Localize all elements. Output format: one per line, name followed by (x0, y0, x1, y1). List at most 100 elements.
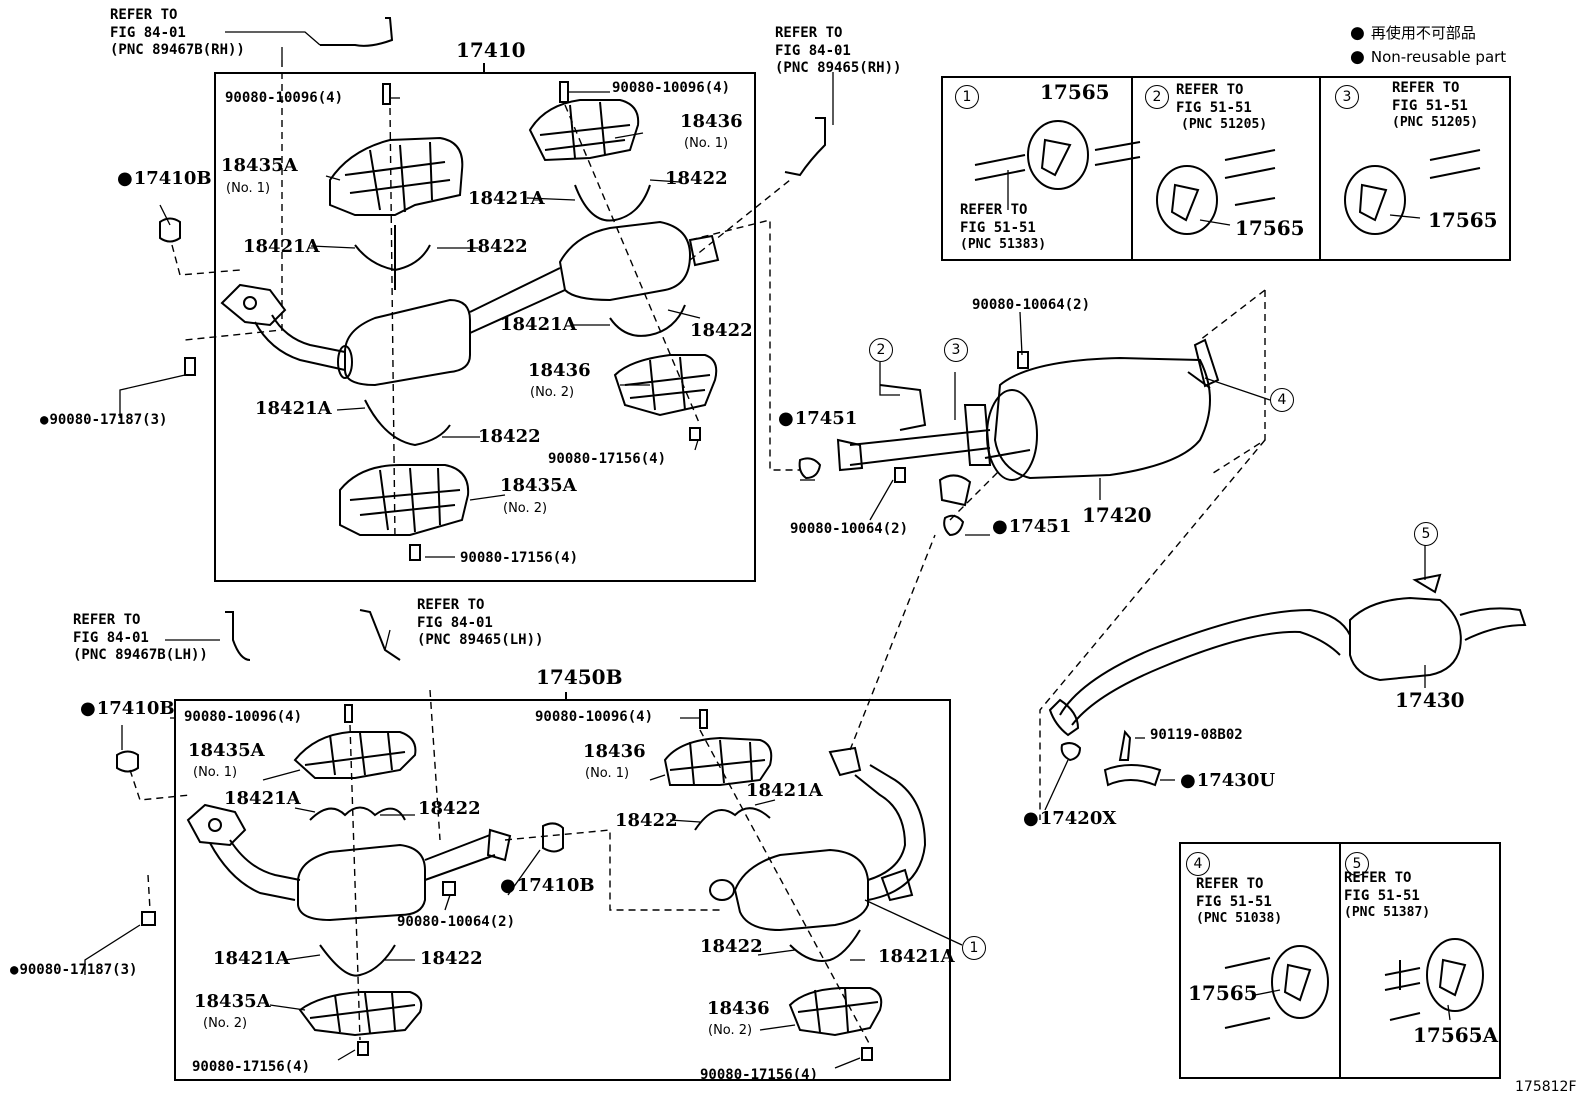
part-nut[interactable]: 90080-17187(3) (40, 413, 167, 427)
center-muffler-17420 (798, 338, 1220, 537)
refer-line: REFER TO (1196, 876, 1264, 892)
non-reusable-bullet-icon: ● (1350, 47, 1365, 67)
part-clamp[interactable]: 18421A (746, 780, 823, 801)
refer-89467b-lh[interactable]: REFER TO FIG 84-01 (PNC 89467B(LH)) (73, 612, 208, 665)
part-clamp[interactable]: 18421A (878, 946, 955, 967)
refer-89465-lh[interactable]: REFER TO FIG 84-01 (PNC 89465(LH)) (417, 597, 543, 650)
part-band[interactable]: 18422 (615, 810, 678, 831)
callout-1[interactable]: 1 (962, 936, 986, 960)
refer-51387[interactable]: REFER TO FIG 51-51 (PNC 51387) (1344, 870, 1430, 921)
inset-5-number: 5 (1345, 852, 1369, 876)
part-17420[interactable]: 17420 (1082, 503, 1152, 527)
refer-line: REFER TO (73, 612, 141, 628)
part-bolt[interactable]: 90080-10096(4) (184, 709, 303, 725)
part-band[interactable]: 18422 (418, 798, 481, 819)
callout-4[interactable]: 4 (1270, 388, 1294, 412)
part-band[interactable]: 18422 (700, 936, 763, 957)
part-heat-insulator[interactable]: 18436 (707, 998, 770, 1019)
refer-51205[interactable]: REFER TO FIG 51-51 (PNC 51205) (1392, 80, 1478, 131)
part-bolt[interactable]: 90080-10064(2) (790, 521, 909, 537)
refer-51383[interactable]: REFER TO FIG 51-51 (PNC 51383) (960, 202, 1046, 253)
part-sub: (No. 1) (226, 181, 271, 196)
part-gasket[interactable]: 17410B (80, 700, 175, 718)
refer-line: FIG 84-01 (110, 24, 186, 41)
part-band[interactable]: 18422 (465, 236, 528, 257)
part-hanger[interactable]: 17565 (1235, 216, 1305, 240)
part-hanger[interactable]: 17565 (1188, 981, 1258, 1005)
callout-3[interactable]: 3 (944, 338, 968, 362)
refer-line: REFER TO (775, 25, 843, 41)
part-sub: (No. 2) (503, 501, 548, 516)
part-hanger[interactable]: 17565 (1428, 208, 1498, 232)
part-nut[interactable]: 90080-17156(4) (548, 451, 667, 467)
part-band[interactable]: 18422 (420, 948, 483, 969)
refer-line: FIG 51-51 (1344, 887, 1420, 904)
part-band[interactable]: 18422 (478, 426, 541, 447)
part-gasket[interactable]: 17451 (778, 410, 858, 428)
inset-hangers (974, 120, 1484, 1029)
legend-en: ●Non-reusable part (1350, 47, 1506, 67)
part-clamp[interactable]: 18421A (224, 788, 301, 809)
part-bolt[interactable]: 90080-10064(2) (972, 297, 1091, 313)
part-bolt[interactable]: 90080-10096(4) (225, 90, 344, 106)
refer-line: REFER TO (417, 597, 485, 613)
part-heat-insulator[interactable]: 18435A (188, 740, 265, 761)
part-heat-insulator[interactable]: 18435A (500, 475, 577, 496)
part-sub: (No. 1) (684, 136, 729, 151)
refer-line: (PNC 89467B(LH)) (73, 647, 208, 663)
part-clamp[interactable]: 18421A (468, 188, 545, 209)
inset-box-5 (1339, 842, 1501, 1079)
part-sub: (No. 2) (708, 1023, 753, 1038)
callout-5[interactable]: 5 (1414, 522, 1438, 546)
part-17450b[interactable]: 17450B (536, 665, 623, 689)
part-hanger[interactable]: 17565 (1040, 80, 1110, 104)
part-17430[interactable]: 17430 (1395, 688, 1465, 712)
refer-89465-rh[interactable]: REFER TO FIG 84-01 (PNC 89465(RH)) (775, 25, 901, 78)
part-hanger[interactable]: 17565A (1413, 1023, 1499, 1047)
figure-number: 175812F (1515, 1079, 1577, 1095)
part-nut[interactable]: 90080-17156(4) (192, 1059, 311, 1075)
part-nut[interactable]: 90080-17156(4) (460, 550, 579, 566)
refer-line: REFER TO (1344, 870, 1412, 886)
refer-line: FIG 84-01 (775, 42, 851, 59)
part-band[interactable]: 18422 (665, 168, 728, 189)
inset-1-number: 1 (955, 85, 979, 109)
refer-51038[interactable]: REFER TO FIG 51-51 (PNC 51038) (1196, 876, 1282, 927)
tail-pipe-17430 (1048, 573, 1527, 787)
part-gasket[interactable]: 17410B (117, 170, 212, 188)
refer-line: (PNC 51387) (1344, 905, 1431, 920)
box-17450b (174, 699, 951, 1081)
part-bolt[interactable]: 90080-10064(2) (397, 914, 516, 930)
part-clamp[interactable]: 18421A (500, 314, 577, 335)
callout-2[interactable]: 2 (869, 338, 893, 362)
part-clamp[interactable]: 17430U (1180, 772, 1275, 790)
part-clamp[interactable]: 18421A (243, 236, 320, 257)
part-nut[interactable]: 90080-17156(4) (700, 1067, 819, 1083)
part-heat-insulator[interactable]: 18435A (194, 991, 271, 1012)
part-band[interactable]: 18422 (690, 320, 753, 341)
part-bolt[interactable]: 90080-10096(4) (535, 709, 654, 725)
part-17410[interactable]: 17410 (456, 38, 526, 62)
part-clamp[interactable]: 18421A (213, 948, 290, 969)
part-heat-insulator[interactable]: 18436 (680, 111, 743, 132)
refer-51205[interactable]: REFER TO FIG 51-51 (PNC 51205) (1176, 82, 1267, 133)
part-heat-insulator[interactable]: 18436 (528, 360, 591, 381)
part-bolt[interactable]: 90080-10096(4) (612, 80, 731, 96)
refer-line: FIG 51-51 (1196, 893, 1272, 910)
part-heat-insulator[interactable]: 18435A (221, 155, 298, 176)
refer-line: (PNC 51038) (1196, 911, 1283, 926)
part-gasket[interactable]: 17410B (500, 877, 595, 895)
non-reusable-bullet-icon: ● (1350, 23, 1365, 43)
front-pipe-17410 (159, 17, 826, 561)
part-gasket[interactable]: 17451 (992, 518, 1072, 536)
part-nut[interactable]: 90080-17187(3) (10, 963, 137, 977)
refer-89467b-rh[interactable]: REFER TO FIG 84-01 (PNC 89467B(RH)) (110, 7, 245, 60)
refer-line: REFER TO (110, 7, 178, 23)
part-bolt[interactable]: 90119-08B02 (1150, 727, 1243, 743)
refer-line: (PNC 51205) (1392, 115, 1479, 130)
part-clamp[interactable]: 18421A (255, 398, 332, 419)
part-gasket[interactable]: 17420X (1023, 810, 1117, 828)
refer-line: FIG 51-51 (1176, 99, 1252, 116)
part-heat-insulator[interactable]: 18436 (583, 741, 646, 762)
refer-line: (PNC 51205) (1181, 117, 1268, 132)
